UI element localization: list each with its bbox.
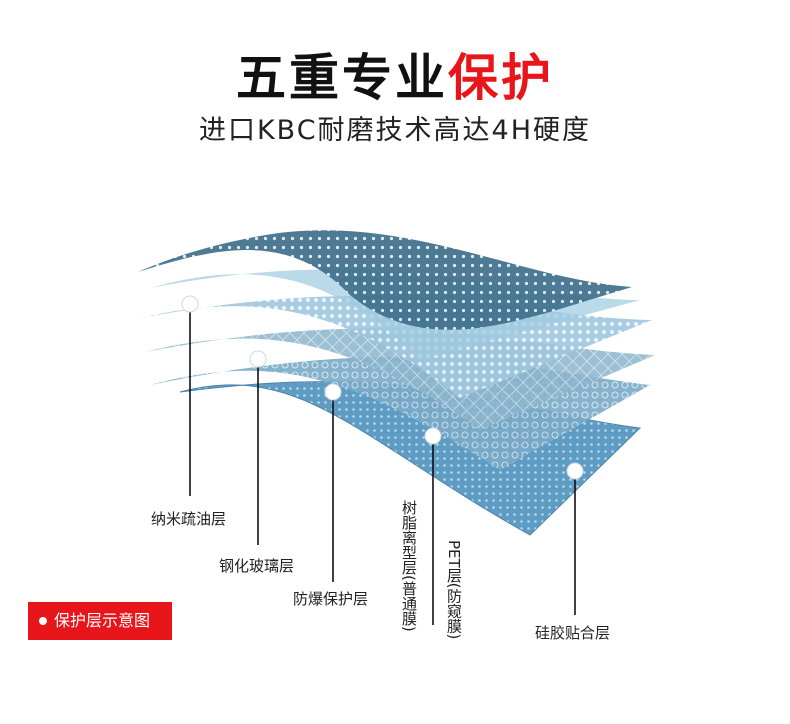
- label-pet-layer: PET层(防窥膜): [445, 540, 463, 640]
- page-subtitle: 进口KBC耐磨技术高达4H硬度: [198, 115, 592, 146]
- label-resin-layer: 树脂离型层(普通膜): [400, 500, 418, 632]
- marker-oleophobic: [181, 295, 199, 313]
- label-silicone-layer: 硅胶贴合层: [535, 624, 611, 642]
- marker-glass: [249, 350, 267, 368]
- badge-dot-icon: [39, 617, 47, 625]
- page-title: 五重专业保护: [0, 48, 790, 108]
- label-tempered-glass-layer: 钢化玻璃层: [219, 557, 295, 575]
- marker-resin: [424, 427, 442, 445]
- label-oleophobic-layer: 纳米疏油层: [151, 510, 227, 528]
- title-black-part: 五重专业: [236, 49, 448, 107]
- label-anti-burst-layer: 防爆保护层: [293, 590, 369, 608]
- marker-silicone: [566, 462, 584, 480]
- badge-label: 保护层示意图: [54, 611, 151, 630]
- marker-anti-burst: [324, 383, 342, 401]
- oleophobic-layer-shape: [138, 230, 632, 330]
- diagram-badge: 保护层示意图: [28, 602, 172, 640]
- title-red-part: 保护: [448, 49, 554, 107]
